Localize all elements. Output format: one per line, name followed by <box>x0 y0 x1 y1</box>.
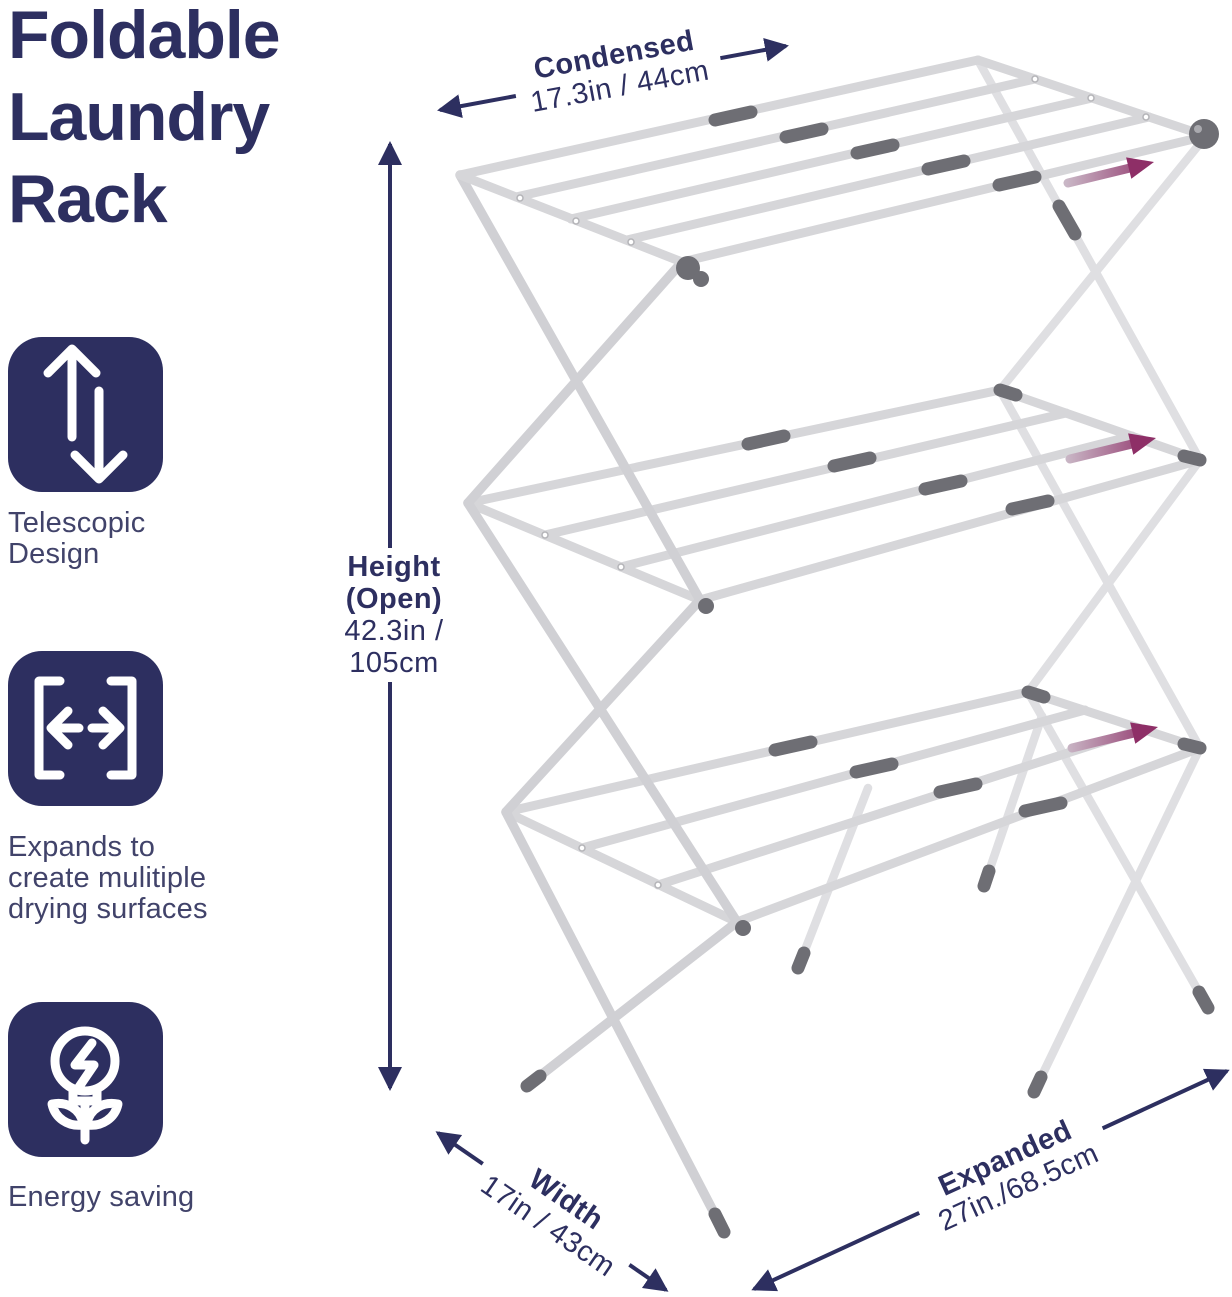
feature-label-telescopic: Telescopic Design <box>8 507 146 570</box>
rack-rear-legs <box>793 55 1213 1097</box>
feature-label-energy: Energy saving <box>8 1181 195 1213</box>
expand-brackets-icon <box>8 651 163 806</box>
page-title: Foldable Laundry Rack <box>8 0 281 237</box>
energy-saving-bulb-icon <box>8 1002 163 1157</box>
height-name: Height (Open) <box>345 551 443 615</box>
rack-hinge-hardware <box>516 75 1219 936</box>
rack-tier3-rails <box>501 687 1205 927</box>
dimension-height: Height (Open) 42.3in / 105cm <box>329 548 459 682</box>
rack-tier2-rails <box>463 385 1205 605</box>
rack-front-legs <box>455 170 742 1237</box>
height-value: 42.3in / 105cm <box>344 615 444 679</box>
telescopic-arrows-icon <box>8 337 163 492</box>
feature-label-expands: Expands to create mulitiple drying surfa… <box>8 831 208 925</box>
expand-direction-arrow-icons <box>1063 157 1158 753</box>
